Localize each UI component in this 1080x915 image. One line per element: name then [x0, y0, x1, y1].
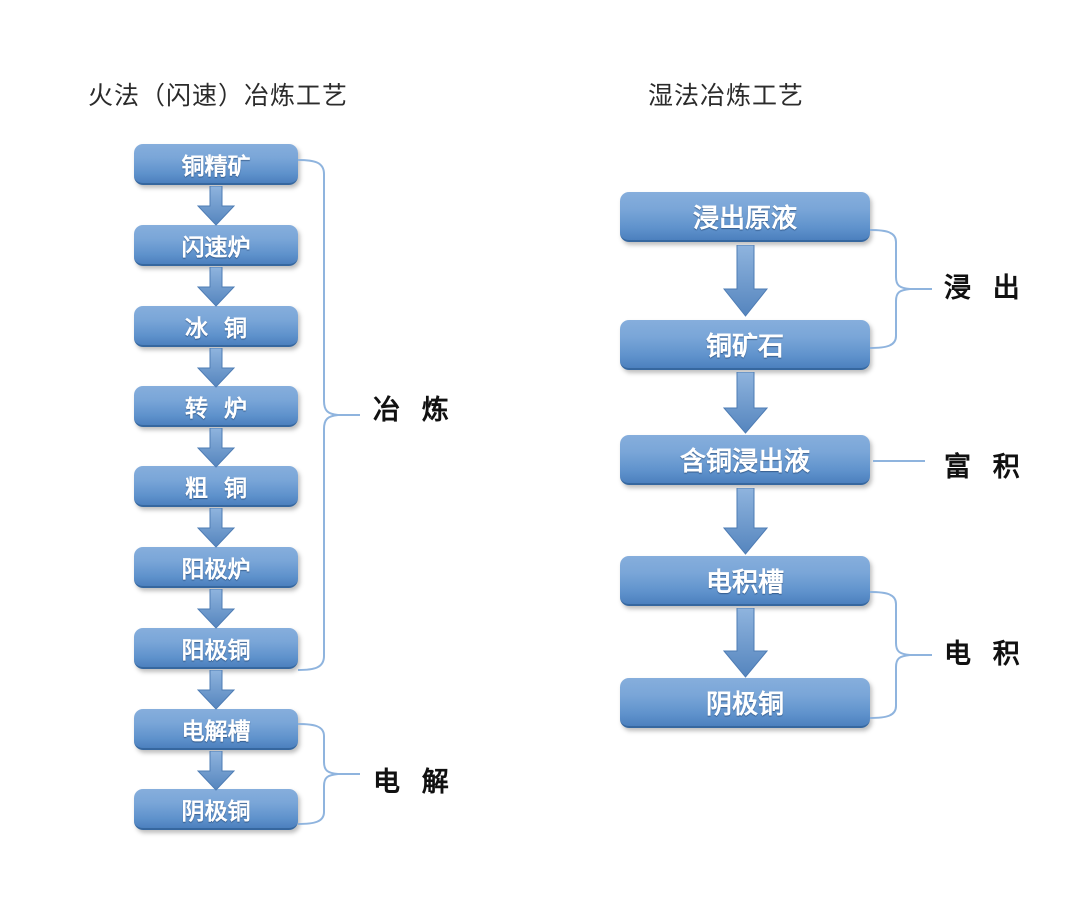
node-copper-concentrate[interactable]: 铜精矿 [134, 144, 298, 185]
node-electrowinning-cell[interactable]: 电积槽 [620, 556, 870, 606]
bracket-electrowinning [869, 590, 940, 720]
arrow-down-icon [723, 245, 768, 317]
node-anode-copper[interactable]: 阳极铜 [134, 628, 298, 669]
arrow-down-icon [197, 186, 235, 226]
arrow-down-icon [197, 508, 235, 548]
node-converter[interactable]: 转 炉 [134, 386, 298, 427]
bracket-leaching [869, 228, 940, 350]
group-label-electrowinning: 电 积 [944, 639, 1021, 670]
node-cathode-copper-pyro[interactable]: 阴极铜 [134, 789, 298, 830]
group-label-enrichment: 富 积 [944, 452, 1021, 483]
connector-enrichment [873, 460, 925, 462]
bracket-electrolysis [297, 722, 368, 826]
group-label-leaching: 浸 出 [944, 273, 1021, 304]
hydro-column-title: 湿法冶炼工艺 [648, 81, 805, 110]
node-copper-bearing-leachate[interactable]: 含铜浸出液 [620, 435, 870, 485]
group-label-electrolysis: 电 解 [373, 767, 450, 798]
arrow-down-icon [197, 348, 235, 388]
node-cathode-copper-hydro[interactable]: 阴极铜 [620, 678, 870, 728]
arrow-down-icon [723, 608, 768, 678]
arrow-down-icon [197, 428, 235, 468]
node-copper-ore[interactable]: 铜矿石 [620, 320, 870, 370]
node-flash-furnace[interactable]: 闪速炉 [134, 225, 298, 266]
arrow-down-icon [723, 488, 768, 555]
arrow-down-icon [197, 589, 235, 629]
node-electrolysis-cell[interactable]: 电解槽 [134, 709, 298, 750]
bracket-smelting [297, 158, 368, 672]
node-anode-furnace[interactable]: 阳极炉 [134, 547, 298, 588]
arrow-down-icon [723, 372, 768, 434]
node-leach-solution[interactable]: 浸出原液 [620, 192, 870, 242]
arrow-down-icon [197, 670, 235, 710]
pyro-column-title: 火法（闪速）冶炼工艺 [88, 81, 349, 110]
arrow-down-icon [197, 751, 235, 791]
node-blister-copper[interactable]: 粗 铜 [134, 466, 298, 507]
node-matte[interactable]: 冰 铜 [134, 306, 298, 347]
group-label-smelting: 冶 炼 [373, 395, 450, 426]
arrow-down-icon [197, 267, 235, 307]
